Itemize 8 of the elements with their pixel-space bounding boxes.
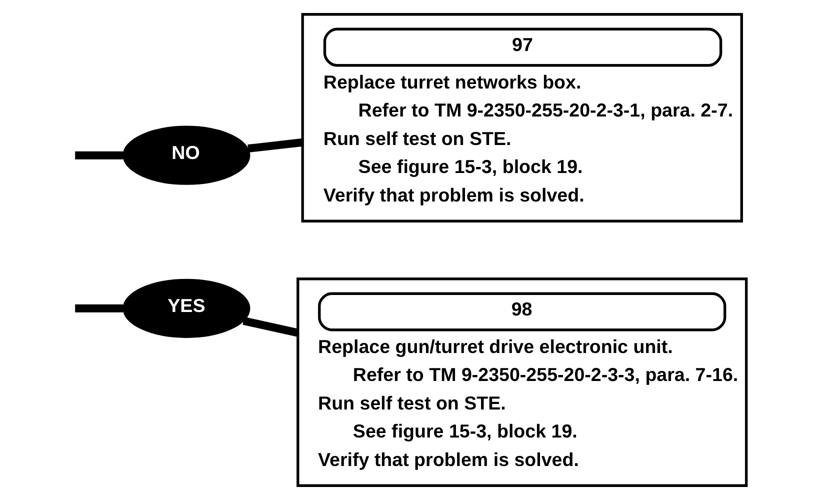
connector	[242, 316, 299, 336]
connector	[75, 150, 124, 159]
node-ellipse: NO	[122, 125, 250, 184]
connector	[75, 304, 124, 312]
connector	[248, 138, 303, 152]
node-ellipse: YES	[122, 278, 250, 338]
node-box: 98 Replace gun/turret drive electronic unit. Refer to TM 9-2350-255-20-2-3-3, para. 7-16. Run self test on STE. See figure 15-3, block 19. Verify that problem is solved.	[296, 277, 748, 486]
node-box: 97 Replace turret networks box. Refer to TM 9-2350-255-20-2-3-1, para. 2-7. Run self test on STE. See figure 15-3, block 19. Verify that problem is solved.	[301, 12, 743, 222]
